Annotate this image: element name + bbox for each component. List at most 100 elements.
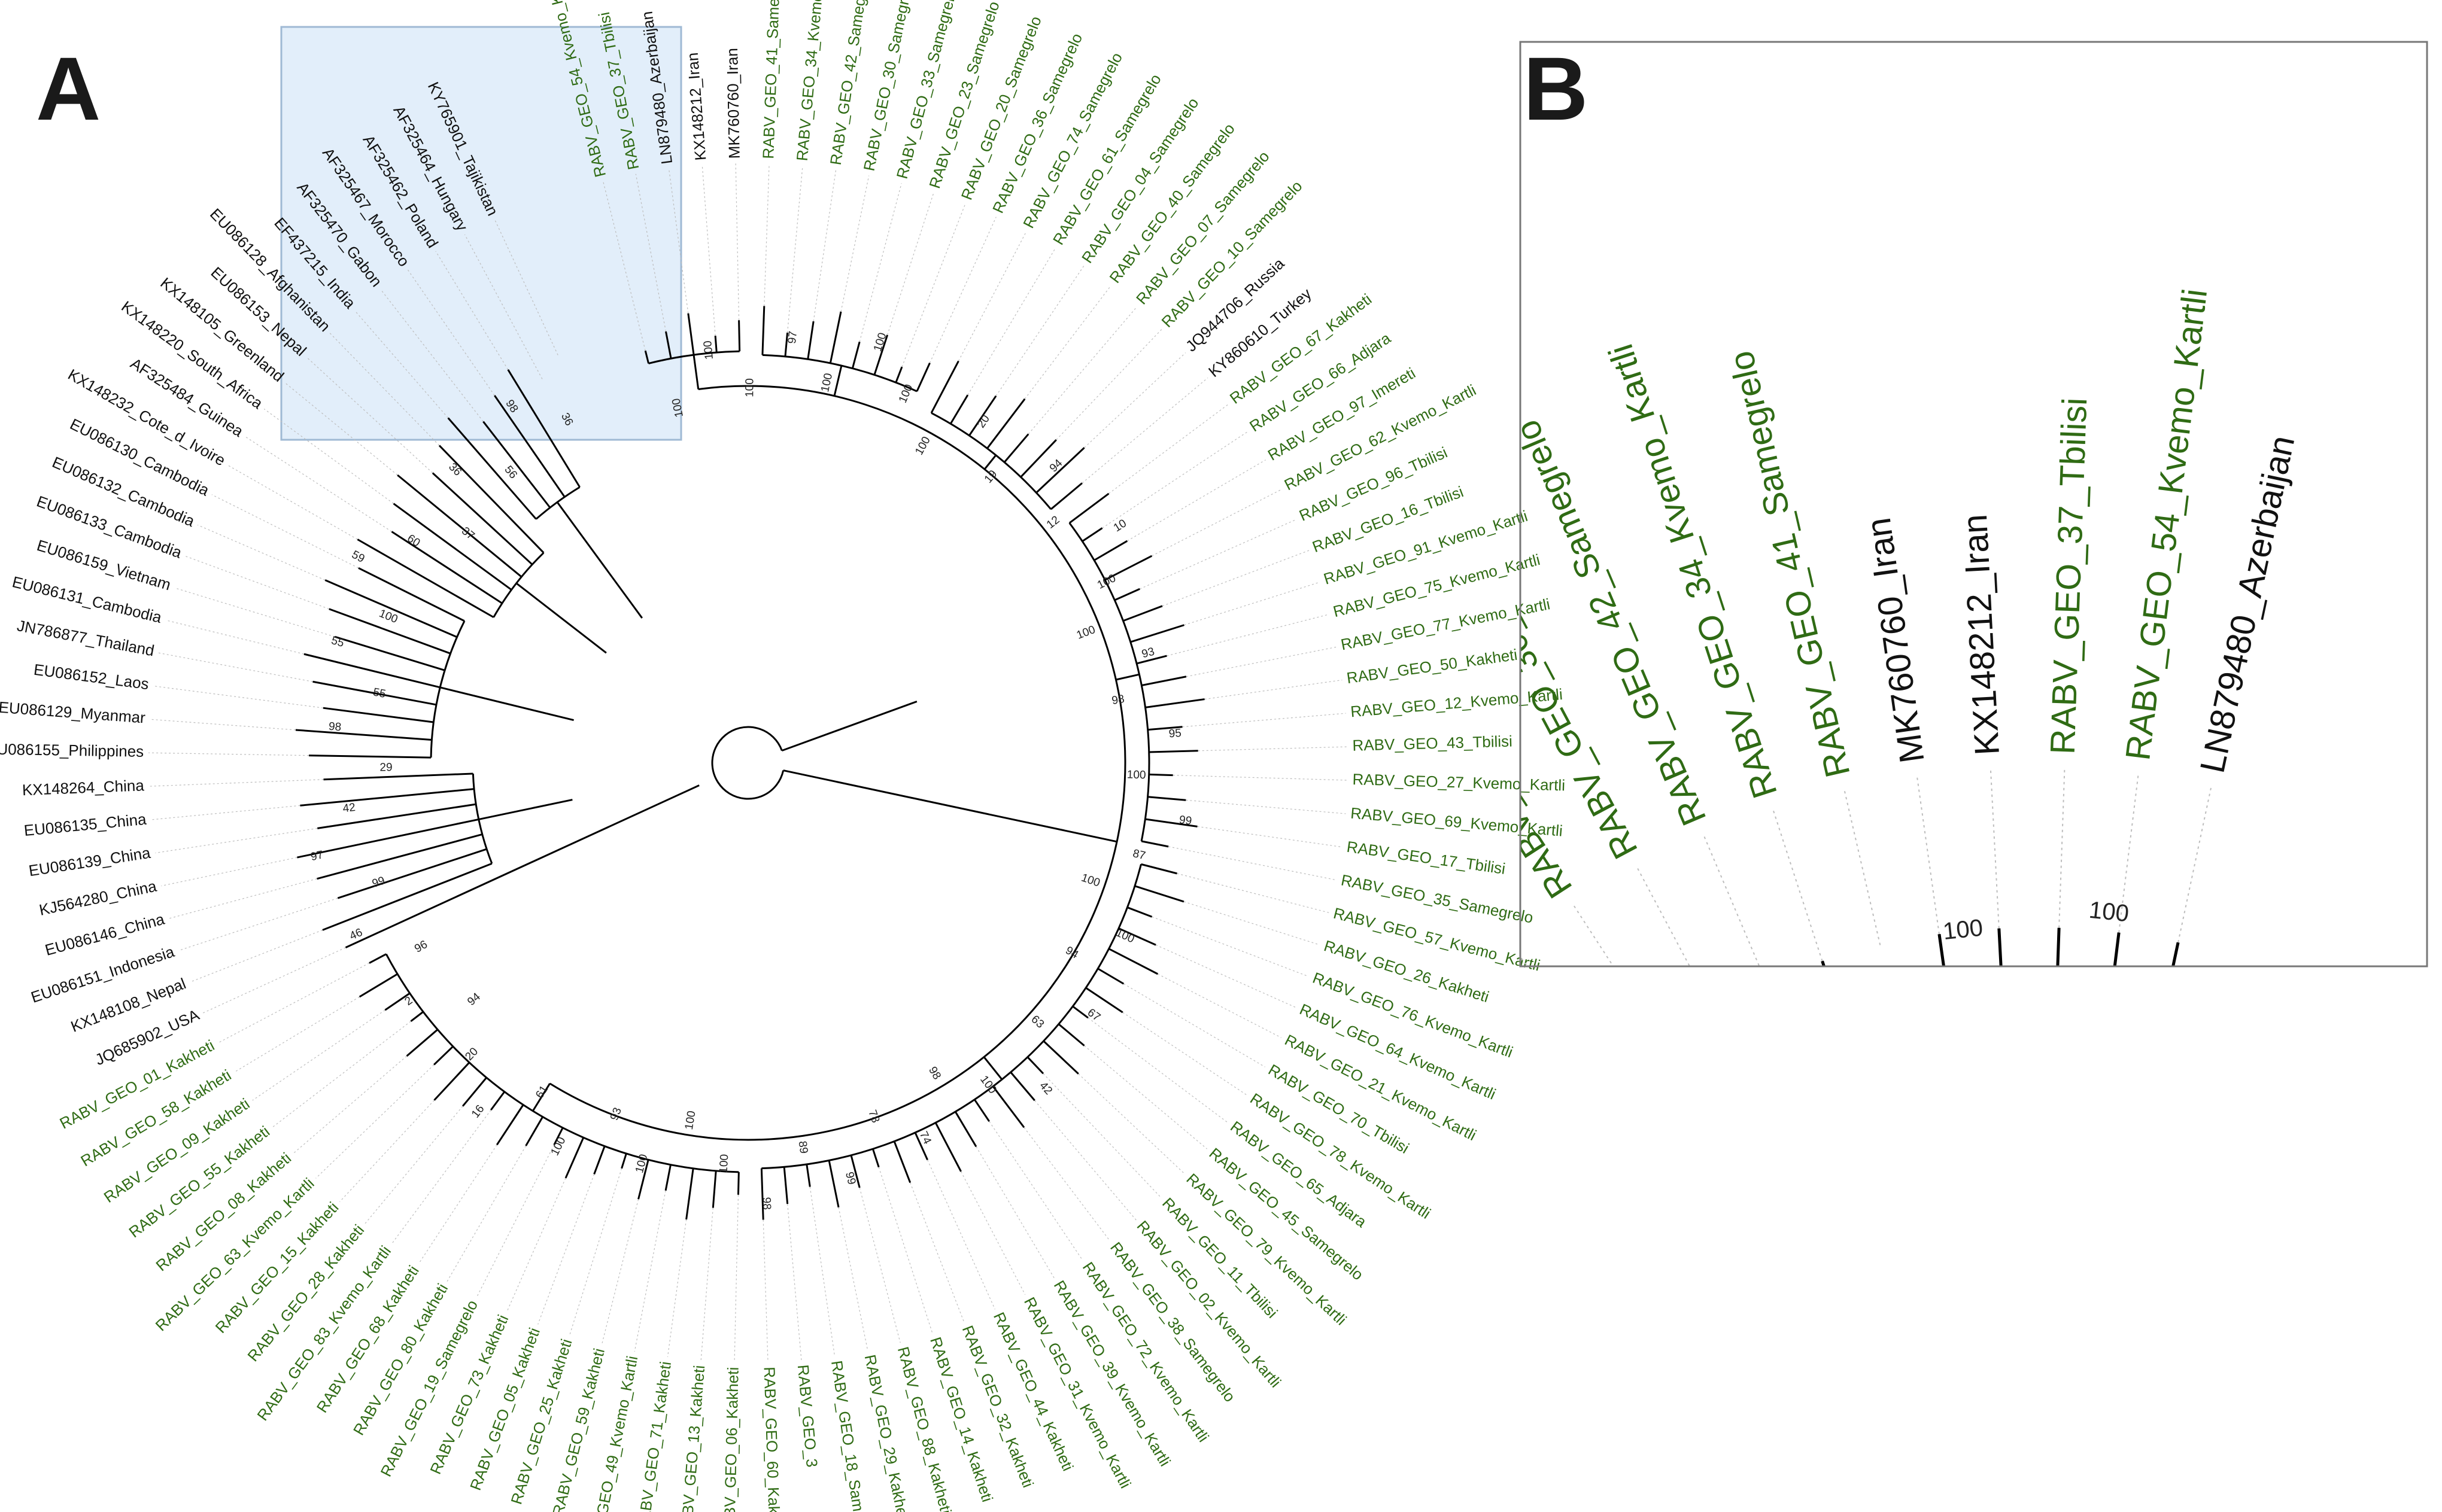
branch-segment bbox=[807, 321, 815, 360]
bootstrap-value: 42 bbox=[342, 801, 356, 815]
tip-leader-line bbox=[1204, 679, 1343, 700]
zoom-branch-arc bbox=[1948, 994, 2002, 999]
branch-segment bbox=[461, 1077, 487, 1107]
bootstrap-value: 100 bbox=[701, 340, 716, 360]
zoom-branch-segment bbox=[1766, 982, 1802, 1064]
branch-segment bbox=[1141, 840, 1169, 848]
bootstrap-value: 2 bbox=[403, 994, 415, 1008]
zoom-leader-line bbox=[1702, 833, 1760, 966]
zoom-branch-arc bbox=[1978, 1017, 2056, 1020]
branch-segment bbox=[737, 1172, 740, 1195]
tip-label: EU086152_Laos bbox=[33, 661, 150, 693]
bootstrap-value: 94 bbox=[1047, 457, 1065, 474]
zoom-leader-line bbox=[1843, 787, 1881, 945]
branch-segment bbox=[873, 334, 889, 375]
tip-labels: RABV_GEO_54_Kvemo_KartliRABV_GEO_37_Tbil… bbox=[0, 0, 1565, 1512]
tip-leader-line bbox=[700, 1207, 713, 1361]
tip-leader-line bbox=[380, 288, 484, 422]
tip-leader-line bbox=[1182, 713, 1346, 728]
bootstrap-value: 67 bbox=[1085, 1006, 1102, 1024]
tip-leader-line bbox=[284, 382, 398, 476]
bootstrap-value: 96 bbox=[412, 938, 430, 956]
tip-label: RABV_GEO_71_Kakheti bbox=[634, 1361, 675, 1512]
bootstrap-value: 100 bbox=[977, 1073, 999, 1096]
tip-label: RABV_GEO_20_Samegrelo bbox=[958, 14, 1045, 202]
bootstrap-value: 100 bbox=[743, 378, 756, 397]
tip-label: RABV_GEO_06_Kakheti bbox=[720, 1367, 742, 1512]
branch-segment bbox=[983, 454, 997, 470]
branch-segment bbox=[309, 755, 432, 759]
zoom-bootstrap-value: 19 bbox=[1654, 1149, 1691, 1187]
branch-segment bbox=[1026, 1056, 1044, 1075]
bootstrap-value: 97 bbox=[309, 848, 324, 863]
tip-leader-line bbox=[476, 1145, 555, 1298]
branch-segment bbox=[393, 503, 512, 591]
tip-leader-line bbox=[958, 231, 1027, 361]
bootstrap-value: 97 bbox=[786, 330, 800, 344]
branch-segment bbox=[384, 992, 411, 1011]
tip-leader-line bbox=[989, 1121, 1083, 1261]
tip-leader-line bbox=[151, 805, 300, 820]
tip-leader-line bbox=[506, 1178, 566, 1312]
branch-segment bbox=[410, 1011, 424, 1023]
tip-leader-line bbox=[169, 878, 317, 919]
branch-segment bbox=[664, 1164, 672, 1191]
tip-leader-line bbox=[735, 163, 740, 321]
branch-segment bbox=[1068, 492, 1110, 524]
zoom-branch-segment bbox=[1937, 933, 1946, 966]
zoom-branch-segment bbox=[2056, 927, 2061, 966]
branch-segment bbox=[954, 1111, 977, 1148]
bootstrap-value: 98 bbox=[328, 720, 342, 734]
branch-segment bbox=[621, 1153, 627, 1169]
tip-leader-line bbox=[447, 1145, 527, 1282]
branch-segment bbox=[1050, 482, 1083, 510]
tip-leader-line bbox=[537, 1174, 595, 1325]
tip-leader-line bbox=[178, 898, 338, 951]
tip-leader-line bbox=[153, 685, 323, 708]
branch-segment bbox=[687, 313, 695, 355]
highlight-box bbox=[280, 26, 682, 441]
tip-leader-line bbox=[203, 947, 346, 1014]
tip-label: EU086129_Myanmar bbox=[0, 698, 146, 727]
zoom-branch-arc bbox=[2115, 968, 2171, 978]
bootstrap-value: 100 bbox=[1080, 872, 1102, 890]
tip-leader-line bbox=[667, 1219, 687, 1358]
bootstrap-value: 29 bbox=[379, 761, 392, 774]
branch-segment bbox=[644, 350, 650, 364]
branch-segment bbox=[490, 1091, 506, 1111]
tip-label: RABV_GEO_27_Kvemo_Kartli bbox=[1352, 770, 1565, 794]
branch-segment bbox=[983, 1056, 1003, 1080]
tip-leader-line bbox=[1024, 285, 1111, 400]
branch-segment bbox=[781, 700, 918, 752]
tip-leader-line bbox=[787, 1204, 802, 1361]
branch-segment bbox=[397, 474, 523, 578]
branch-segment bbox=[930, 360, 959, 413]
tip-label: RABV_GEO_17_Tbilisi bbox=[1345, 838, 1506, 878]
tip-leader-line bbox=[786, 166, 803, 333]
tip-leader-line bbox=[1084, 352, 1186, 448]
branch-segment bbox=[1149, 773, 1173, 777]
branch-segment bbox=[685, 1168, 694, 1220]
tip-leader-line bbox=[1186, 646, 1337, 677]
tip-leader-line bbox=[217, 962, 370, 1044]
tip-leader-line bbox=[1186, 799, 1346, 814]
branch-segment bbox=[532, 1083, 551, 1112]
tip-leader-line bbox=[601, 1199, 639, 1344]
bootstrap-value: 100 bbox=[683, 1110, 698, 1131]
zoom-leader-line bbox=[1772, 807, 1823, 962]
tip-leader-line bbox=[1084, 1045, 1208, 1149]
tip-leader-line bbox=[165, 619, 305, 655]
branch-segment bbox=[992, 1085, 1025, 1128]
branch-segment bbox=[1043, 1040, 1079, 1075]
tip-leader-line bbox=[1140, 519, 1296, 589]
branch-segment bbox=[1134, 885, 1184, 903]
panel-b-label: B bbox=[1523, 38, 1588, 139]
zoom-tip-label: LN879480_Azerbaijan bbox=[2193, 432, 2303, 776]
tip-leader-line bbox=[901, 203, 966, 367]
bootstrap-value: 78 bbox=[865, 1108, 882, 1124]
branch-segment bbox=[494, 395, 566, 498]
tip-leader-line bbox=[190, 929, 323, 982]
branch-segment bbox=[806, 1164, 811, 1187]
tip-label: KY860610_Turkey bbox=[1205, 284, 1315, 381]
zoom-frame bbox=[1519, 41, 2428, 968]
